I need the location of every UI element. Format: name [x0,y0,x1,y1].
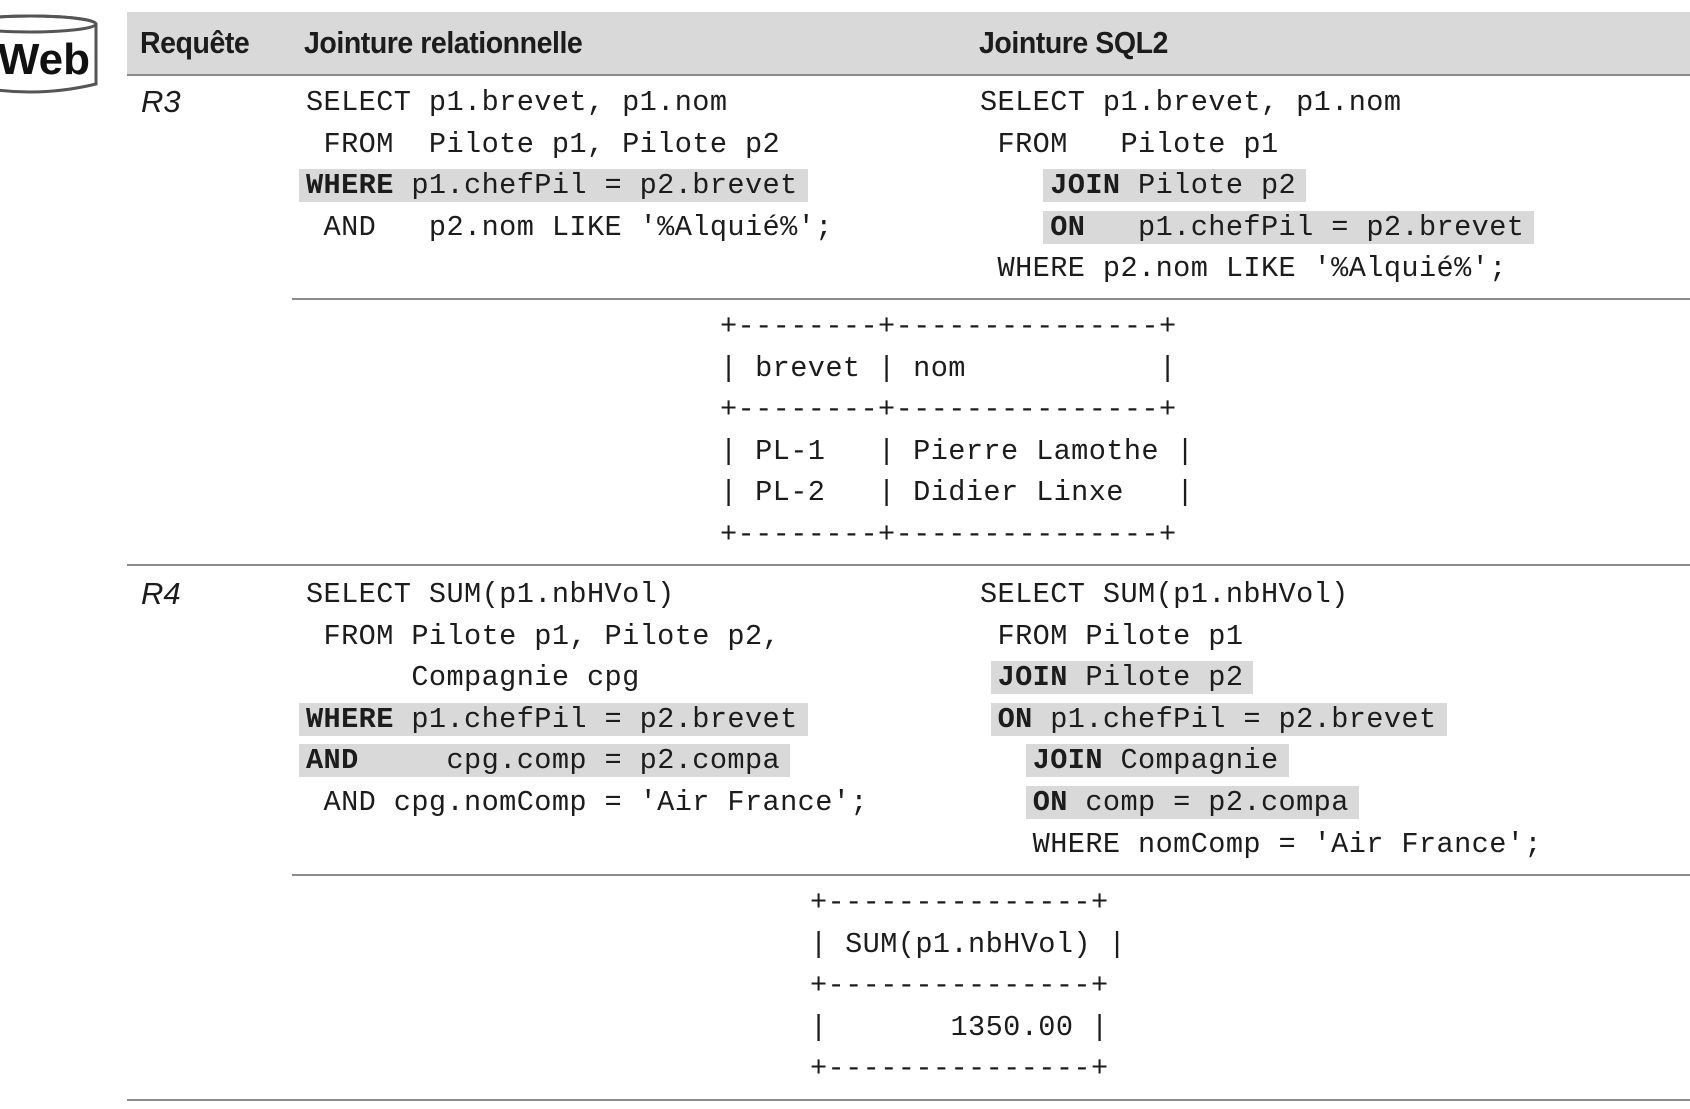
r4-sql2-line: FROM Pilote p1 [980,616,1542,658]
table-header: Requête Jointure relationnelle Jointure … [127,12,1690,76]
r4-relational-line: FROM Pilote p1, Pilote p2, [306,616,868,658]
sql-text: p1.chefPil = p2.brevet [393,702,798,736]
r3-relational-line: FROM Pilote p1, Pilote p2 [306,124,833,166]
r3-relational-query: SELECT p1.brevet, p1.nom FROM Pilote p1,… [299,82,833,249]
sql-text: AND p2.nom LIKE '%Alquié%'; [306,210,833,244]
web-badge: Web [0,14,100,94]
header-col-query: Requête [140,25,250,60]
sql-text: FROM Pilote p1 [980,127,1279,161]
sql-text: SELECT SUM(p1.nbHVol) [980,578,1349,611]
result-line: +---------------+ [810,886,1109,919]
result-line: | brevet | nom | [720,351,1177,385]
sql-keyword: JOIN [1050,169,1121,203]
result-line: +---------------+ [810,1052,1109,1086]
sql-text: cpg.comp = p2.compa [358,744,781,778]
r4-result-table: +---------------+ | SUM(p1.nbHVol) | +----… [810,882,1126,1090]
r4-relational-line: Compagnie cpg [306,657,868,699]
r3-sql2-line: FROM Pilote p1 [980,124,1534,166]
sql-text: Pilote p2 [1120,169,1297,203]
result-line: +--------+---------------+ [720,517,1177,551]
sql-keyword: WHERE [306,169,394,203]
r3-sql2-line: ON p1.chefPil = p2.brevet [980,207,1535,249]
r4-sql2-line: SELECT SUM(p1.nbHVol) [980,574,1542,616]
sql-text: FROM Pilote p1 [980,619,1244,653]
sql-text: Pilote p2 [1067,661,1244,695]
sql-text: WHERE nomComp = 'Air France'; [980,827,1542,861]
result-line: +---------------+ [810,969,1109,1003]
row-label-r4: R4 [141,576,181,611]
result-line: +--------+---------------+ [720,310,1177,343]
r3-sql2-line: WHERE p2.nom LIKE '%Alquié%'; [980,248,1534,290]
sql-keyword: JOIN [1032,744,1103,778]
header-col-sql2: Jointure SQL2 [979,25,1168,60]
r3-relational-line: AND p2.nom LIKE '%Alquié%'; [306,207,833,249]
sql-text: FROM Pilote p1, Pilote p2 [306,127,781,161]
r4-sql2-line: ON comp = p2.compa [980,782,1542,824]
sql-text: SELECT p1.brevet, p1.nom [980,86,1402,119]
sql-keyword: JOIN [997,661,1068,695]
r4-relational-query: SELECT SUM(p1.nbHVol) FROM Pilote p1, Pi… [299,574,868,824]
sql-text: p1.chefPil = p2.brevet [1032,702,1437,736]
r3-sql2-line: SELECT p1.brevet, p1.nom [980,82,1534,124]
r4-sql2-line: WHERE nomComp = 'Air France'; [980,824,1542,866]
r3-result-table: +--------+---------------+ | brevet | nom… [720,306,1194,556]
sql-text: Compagnie [1102,744,1279,778]
r4-sql2-line: ON p1.chefPil = p2.brevet [980,699,1542,741]
sql-keyword: ON [1050,210,1086,244]
r4-sql2-line: JOIN Compagnie [980,740,1542,782]
result-line: | PL-1 | Pierre Lamothe | [720,434,1195,468]
r3-sql2-line: JOIN Pilote p2 [980,165,1534,207]
sql-text: Compagnie cpg [306,661,640,695]
sql-keyword: ON [997,702,1033,736]
r4-sql2-query: SELECT SUM(p1.nbHVol) FROM Pilote p1 JOI… [980,574,1542,865]
sql-text: FROM Pilote p1, Pilote p2, [306,619,781,653]
result-line: | PL-2 | Didier Linxe | [720,476,1195,510]
sql-keyword: WHERE [306,702,394,736]
r3-relational-line: SELECT p1.brevet, p1.nom [306,82,833,124]
r4-sql2-line: JOIN Pilote p2 [980,657,1542,699]
web-badge-text: Web [0,35,90,84]
r4-relational-line: AND cpg.nomComp = 'Air France'; [306,782,868,824]
result-line: +--------+---------------+ [720,393,1177,427]
sql-text: p1.chefPil = p2.brevet [393,169,798,203]
header-col-relational: Jointure relationnelle [304,25,583,60]
sql-text: AND cpg.nomComp = 'Air France'; [306,785,868,819]
sql-text: SELECT p1.brevet, p1.nom [306,86,728,119]
r4-divider [292,874,1690,876]
row-divider [127,564,1690,566]
r3-relational-line: WHERE p1.chefPil = p2.brevet [299,165,833,207]
r3-divider [292,298,1690,300]
sql-text: SELECT SUM(p1.nbHVol) [306,578,675,611]
r4-relational-line: SELECT SUM(p1.nbHVol) [306,574,868,616]
r4-relational-line: WHERE p1.chefPil = p2.brevet [299,699,868,741]
result-line: | SUM(p1.nbHVol) | [810,927,1127,961]
sql-text: WHERE p2.nom LIKE '%Alquié%'; [980,252,1507,286]
table-bottom-rule [127,1099,1690,1101]
r3-sql2-query: SELECT p1.brevet, p1.nom FROM Pilote p1 … [980,82,1535,290]
row-label-r3: R3 [141,84,181,119]
result-line: | 1350.00 | [810,1010,1109,1044]
sql-keyword: AND [306,744,359,778]
database-cylinder-icon [0,14,98,94]
r4-relational-line: AND cpg.comp = p2.compa [299,740,868,782]
sql-text: p1.chefPil = p2.brevet [1085,210,1525,244]
sql-keyword: ON [1032,785,1068,819]
sql-text: comp = p2.compa [1067,785,1349,819]
